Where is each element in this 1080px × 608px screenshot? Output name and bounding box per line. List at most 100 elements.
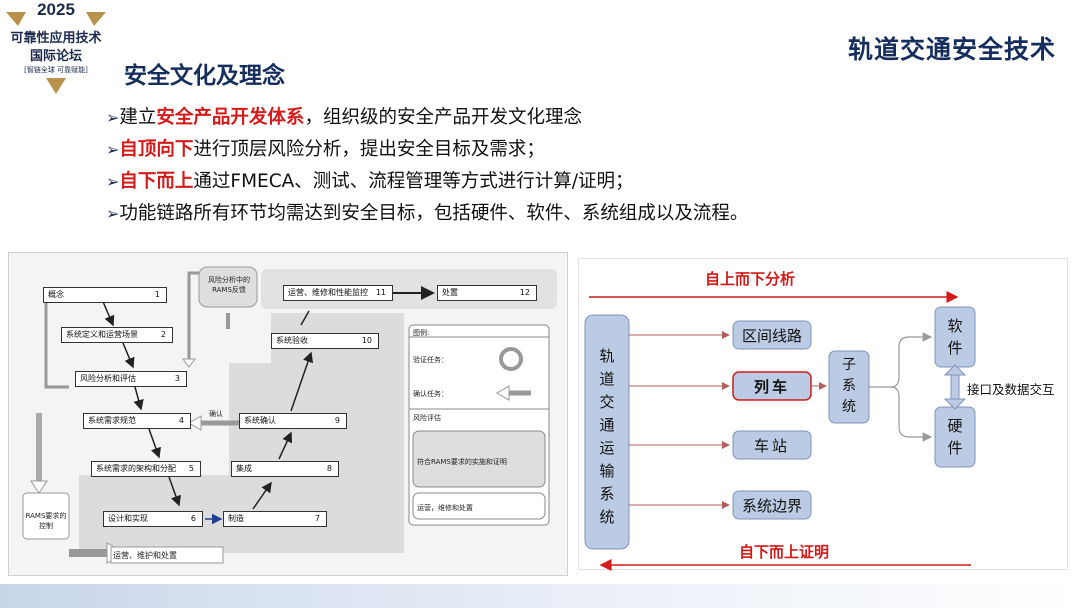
section-line-item: 区间线路 (741, 327, 802, 345)
risk-feedback-label: 风险分析中的RAMS反馈 (208, 276, 250, 294)
lifecycle-box: 系统确认 9 (239, 413, 347, 429)
bullet-highlight: 安全产品开发体系 (156, 107, 305, 128)
ops-maintenance-label: 运营、维护和处置 (113, 551, 177, 560)
lifecycle-box-label: 系统验收 (276, 336, 308, 345)
bottom-up-label: 自下而上证明 (739, 543, 830, 561)
system-diagram-graphics (584, 291, 976, 571)
legend-compliance: 符合RAMS要求的实施和证明 (417, 458, 507, 466)
lifecycle-box-number: 8 (326, 464, 332, 473)
subsystem-char: 系 (842, 378, 856, 394)
software-char: 软 (947, 317, 963, 335)
rail-system-char: 运 (599, 439, 615, 457)
lifecycle-box: 系统验收 10 (271, 333, 379, 349)
section-title: 安全文化及理念 (124, 63, 285, 89)
lifecycle-box-label: 系统需求的架构和分配 (96, 464, 176, 473)
lifecycle-box: 系统需求的架构和分配 5 (91, 461, 201, 477)
logo-line3: [智链全球 可靠赋能] (24, 66, 88, 74)
rail-system-char: 输 (599, 462, 615, 480)
bullet-arrow-icon: ➢ (106, 140, 120, 159)
lifecycle-box: 系统定义和运营场景 2 (61, 327, 173, 343)
top-down-label: 自上而下分析 (705, 270, 796, 288)
subsystem-char: 统 (842, 399, 856, 415)
legend-verify: 验证任务： (413, 356, 448, 364)
system-boundary-item: 系统边界 (741, 497, 802, 515)
lifecycle-box-label: 集成 (236, 464, 252, 473)
lifecycle-box: 处置 12 (437, 285, 537, 301)
forum-logo: 2025 可靠性应用技术 国际论坛 [智链全球 可靠赋能] (0, 0, 112, 100)
lifecycle-box-label: 处置 (442, 288, 458, 297)
lifecycle-box-number: 3 (174, 374, 180, 383)
lifecycle-box: 风险分析和评估 3 (75, 371, 187, 387)
logo-triangle-icon (46, 78, 66, 94)
lifecycle-box-number: 9 (334, 416, 340, 425)
rail-system-char: 通 (599, 416, 615, 434)
hardware-char: 硬 (947, 417, 963, 435)
rail-system-label: 轨 道 交 通 运 输 系 统 (585, 345, 629, 529)
system-decomposition-diagram: 自上而下分析 自下而上证明 轨 道 交 通 运 输 系 统 区间线路 列车 车站… (578, 258, 1068, 571)
bullet-item: ➢自顶向下进行顶层风险分析，提出安全目标及需求； (106, 134, 748, 166)
lifecycle-diagram: 概念 1 系统定义和运营场景 2 风险分析和评估 3 系统需求规范 4 系统需求的架构和… (8, 252, 568, 576)
lifecycle-box-number: 7 (314, 514, 320, 523)
software-char: 件 (947, 339, 963, 357)
lifecycle-box: 制造 7 (223, 511, 327, 527)
lifecycle-box-number: 1 (154, 290, 160, 299)
lifecycle-box-number: 6 (190, 514, 196, 523)
interface-label: 接口及数据交互 (967, 382, 1055, 397)
bullet-text: ，组织级的安全产品开发文化理念 (304, 107, 582, 128)
logo-year: 2025 (37, 0, 75, 19)
lifecycle-box-number: 2 (160, 330, 166, 339)
logo-line1: 可靠性应用技术 (10, 31, 102, 46)
bullet-text: 进行顶层风险分析，提出安全目标及需求； (193, 139, 545, 160)
hardware-char: 件 (947, 439, 963, 457)
subsystem-label: 子 系 统 (829, 355, 869, 418)
station-item: 车站 (753, 437, 790, 455)
lifecycle-box-label: 制造 (228, 514, 244, 523)
rail-system-char: 系 (599, 485, 615, 503)
legend-risk: 风险评估 (413, 414, 441, 422)
lifecycle-box: 概念 1 (43, 287, 167, 303)
rail-system-char: 交 (599, 393, 615, 411)
logo-chevrons-icon (6, 12, 106, 26)
rail-system-char: 统 (599, 508, 615, 526)
lifecycle-box-label: 概念 (48, 290, 64, 299)
rams-control-label: RAMS要求的控制 (25, 512, 67, 530)
bullet-item: ➢建立安全产品开发体系，组织级的安全产品开发文化理念 (106, 102, 748, 134)
bullet-item: ➢功能链路所有环节均需达到安全目标，包括硬件、软件、系统组成以及流程。 (106, 198, 748, 230)
legend-confirm: 确认任务： (413, 390, 448, 398)
lifecycle-box-label: 风险分析和评估 (80, 374, 136, 383)
lifecycle-box-label: 设计和实现 (108, 514, 148, 523)
lifecycle-box-number: 4 (178, 416, 184, 425)
bottom-band (0, 584, 1080, 608)
software-label: 软 件 (935, 315, 975, 359)
lifecycle-box-label: 系统需求规范 (88, 416, 136, 425)
bullet-arrow-icon: ➢ (106, 108, 120, 127)
bullet-arrow-icon: ➢ (106, 204, 120, 223)
bullet-arrow-icon: ➢ (106, 172, 120, 191)
lifecycle-box-number: 11 (375, 288, 386, 297)
rail-system-char: 轨 (599, 347, 615, 365)
bullet-text: 建立 (119, 107, 157, 128)
train-item: 列车 (753, 378, 790, 396)
lifecycle-box-number: 10 (361, 336, 372, 345)
lifecycle-box-number: 12 (519, 288, 530, 297)
bullet-item: ➢自下而上通过FMECA、测试、流程管理等方式进行计算/证明； (106, 166, 748, 198)
subsystem-char: 子 (842, 357, 856, 373)
lifecycle-box: 集成 8 (231, 461, 339, 477)
lifecycle-box: 设计和实现 6 (103, 511, 203, 527)
legend-ops: 运营，维修和处置 (417, 504, 473, 512)
lifecycle-box-number: 5 (188, 464, 194, 473)
lifecycle-box-label: 运营、维修和性能监控 (288, 288, 368, 297)
lifecycle-box: 系统需求规范 4 (83, 413, 191, 429)
rail-system-char: 道 (599, 370, 615, 388)
bullet-text: 通过FMECA、测试、流程管理等方式进行计算/证明； (193, 171, 634, 192)
hardware-label: 硬 件 (935, 415, 975, 459)
bullet-text: 功能链路所有环节均需达到安全目标，包括硬件、软件、系统组成以及流程。 (119, 203, 749, 224)
bullet-highlight: 自顶向下 (119, 139, 194, 160)
logo-line2: 国际论坛 (29, 49, 82, 64)
bullet-list: ➢建立安全产品开发体系，组织级的安全产品开发文化理念 ➢自顶向下进行顶层风险分析… (106, 102, 748, 230)
lifecycle-box-label: 系统确认 (244, 416, 276, 425)
lifecycle-box-label: 系统定义和运营场景 (66, 330, 138, 339)
confirm-label: 确认 (209, 410, 223, 418)
bullet-highlight: 自下而上 (119, 171, 194, 192)
page-title: 轨道交通安全技术 (847, 35, 1056, 64)
